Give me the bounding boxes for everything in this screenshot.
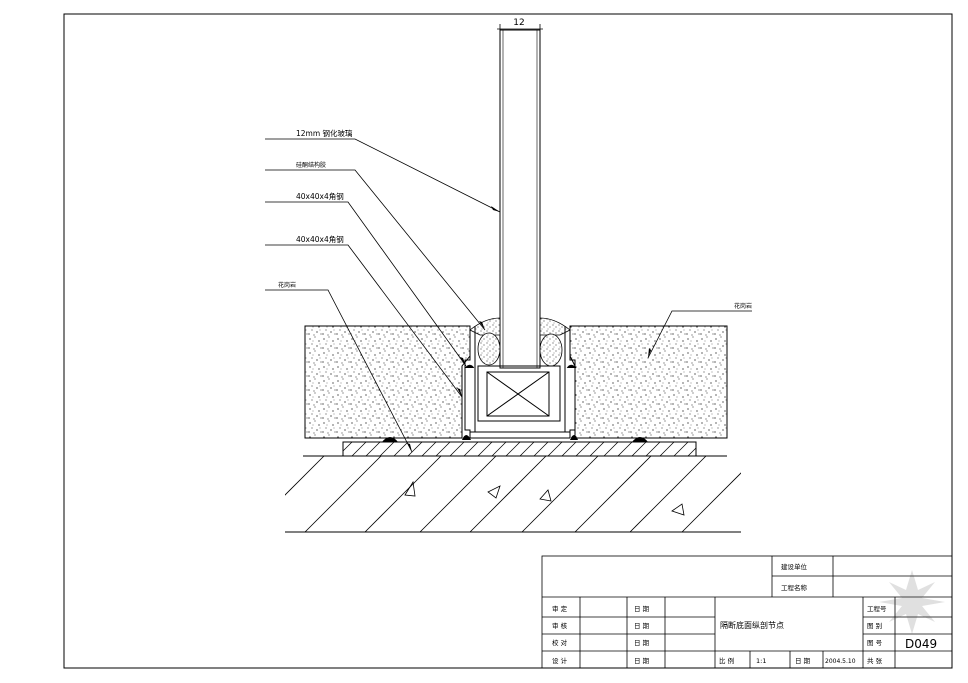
right-label-category: 图 别 (867, 621, 882, 630)
callout-right-material: 花岗岩 (734, 302, 752, 310)
glass-pane (499, 29, 541, 369)
row-date-label-2: 日 期 (634, 622, 650, 630)
date-label: 日 期 (795, 657, 811, 665)
row-role-1: 审 定 (552, 604, 568, 613)
row-date-label-4: 日 期 (634, 657, 650, 665)
project-unit-label: 建设单位 (781, 562, 808, 571)
leader-lines (265, 138, 752, 453)
concrete-base (285, 455, 741, 533)
date-value: 2004.5.10 (825, 658, 856, 665)
title-block-text: 建设单位 工程名称 审 定 审 核 校 对 设 计 日 期 日 期 日 期 日 … (552, 562, 937, 665)
right-label-sheets: 共 张 (867, 656, 883, 665)
row-role-2: 审 核 (552, 621, 568, 630)
drawing-number: D049 (905, 637, 937, 651)
leader-arrowheads (407, 206, 651, 452)
scale-label: 比 例 (719, 656, 734, 665)
project-name-label: 工程名称 (781, 583, 808, 592)
right-label-project-no: 工程号 (867, 604, 887, 613)
weld-marks (382, 435, 648, 442)
row-role-4: 设 计 (552, 656, 568, 665)
row-date-label-1: 日 期 (634, 605, 650, 613)
callout-sealant: 硅酮结构胶 (296, 161, 326, 169)
callout-angle-lower: 40x40x4角钢 (296, 234, 344, 244)
square-tube (477, 365, 561, 422)
callout-left-material: 花岗岩 (278, 281, 296, 289)
scale-value: 1:1 (756, 657, 766, 665)
width-dimension: 12 (497, 18, 543, 33)
row-role-3: 校 对 (552, 638, 568, 647)
row-date-label-3: 日 期 (634, 639, 650, 647)
base-strip (342, 441, 697, 457)
right-granite-block (569, 325, 728, 439)
left-granite-block (304, 325, 471, 439)
title-block (541, 555, 953, 669)
right-label-drawing-no: 图 号 (867, 639, 883, 647)
sealant-beads (464, 317, 577, 369)
drawing-frame (63, 13, 953, 669)
callout-angle-upper: 40x40x4角钢 (296, 191, 344, 201)
drawing-title: 隔断底面纵剖节点 (720, 620, 784, 630)
callout-glass: 12mm 钢化玻璃 (296, 128, 353, 138)
watermark-logo-icon (879, 570, 945, 634)
width-dimension-label: 12 (513, 18, 524, 28)
